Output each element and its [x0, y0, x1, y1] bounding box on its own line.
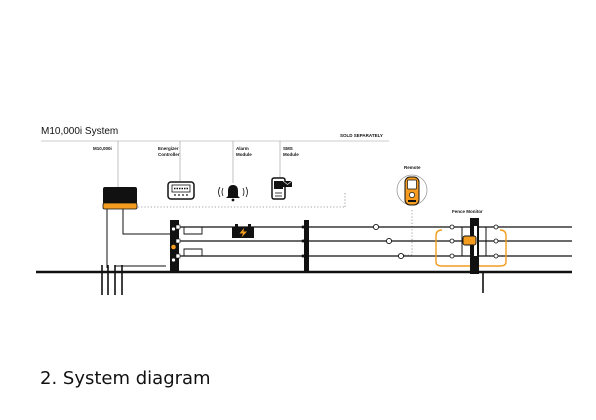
sms-label-line2: Module	[283, 152, 299, 157]
monitor-label: Fence Monitor	[452, 209, 483, 214]
fence-post-intermediate	[301, 220, 309, 272]
controller-label-line1: Energizer	[158, 146, 179, 151]
alarm-label-line1: Alarm	[236, 146, 249, 151]
energizer-lead-wire	[122, 209, 166, 235]
figure-caption: 2. System diagram	[40, 368, 211, 389]
alarm-label-line2: Module	[236, 152, 252, 157]
wire-insulator-1	[372, 223, 380, 231]
remote-handheld-icon	[396, 174, 428, 206]
wire-insulator-3	[397, 252, 405, 260]
energizer-label: M10,000i	[93, 146, 112, 151]
wire-insulator-2	[385, 237, 393, 245]
controller-display-icon	[167, 181, 195, 200]
sms-label-line1: SMS	[283, 146, 293, 151]
energizer-box-icon	[102, 187, 138, 210]
fence-post-main	[170, 220, 181, 272]
sold-separately-label: SOLD SEPARATELY	[340, 133, 383, 138]
sms-phone-icon	[271, 177, 293, 200]
jumper-bottom	[183, 248, 203, 256]
alarm-bell-icon	[218, 185, 248, 202]
earth-stakes	[101, 265, 123, 295]
battery-lightning-icon	[232, 224, 254, 238]
jumper-top	[183, 227, 203, 235]
controller-label-line2: Controller	[158, 152, 180, 157]
system-title: M10,000i System	[41, 126, 118, 137]
remote-label: Remote	[404, 165, 421, 170]
fence-monitor-icon	[435, 218, 507, 293]
